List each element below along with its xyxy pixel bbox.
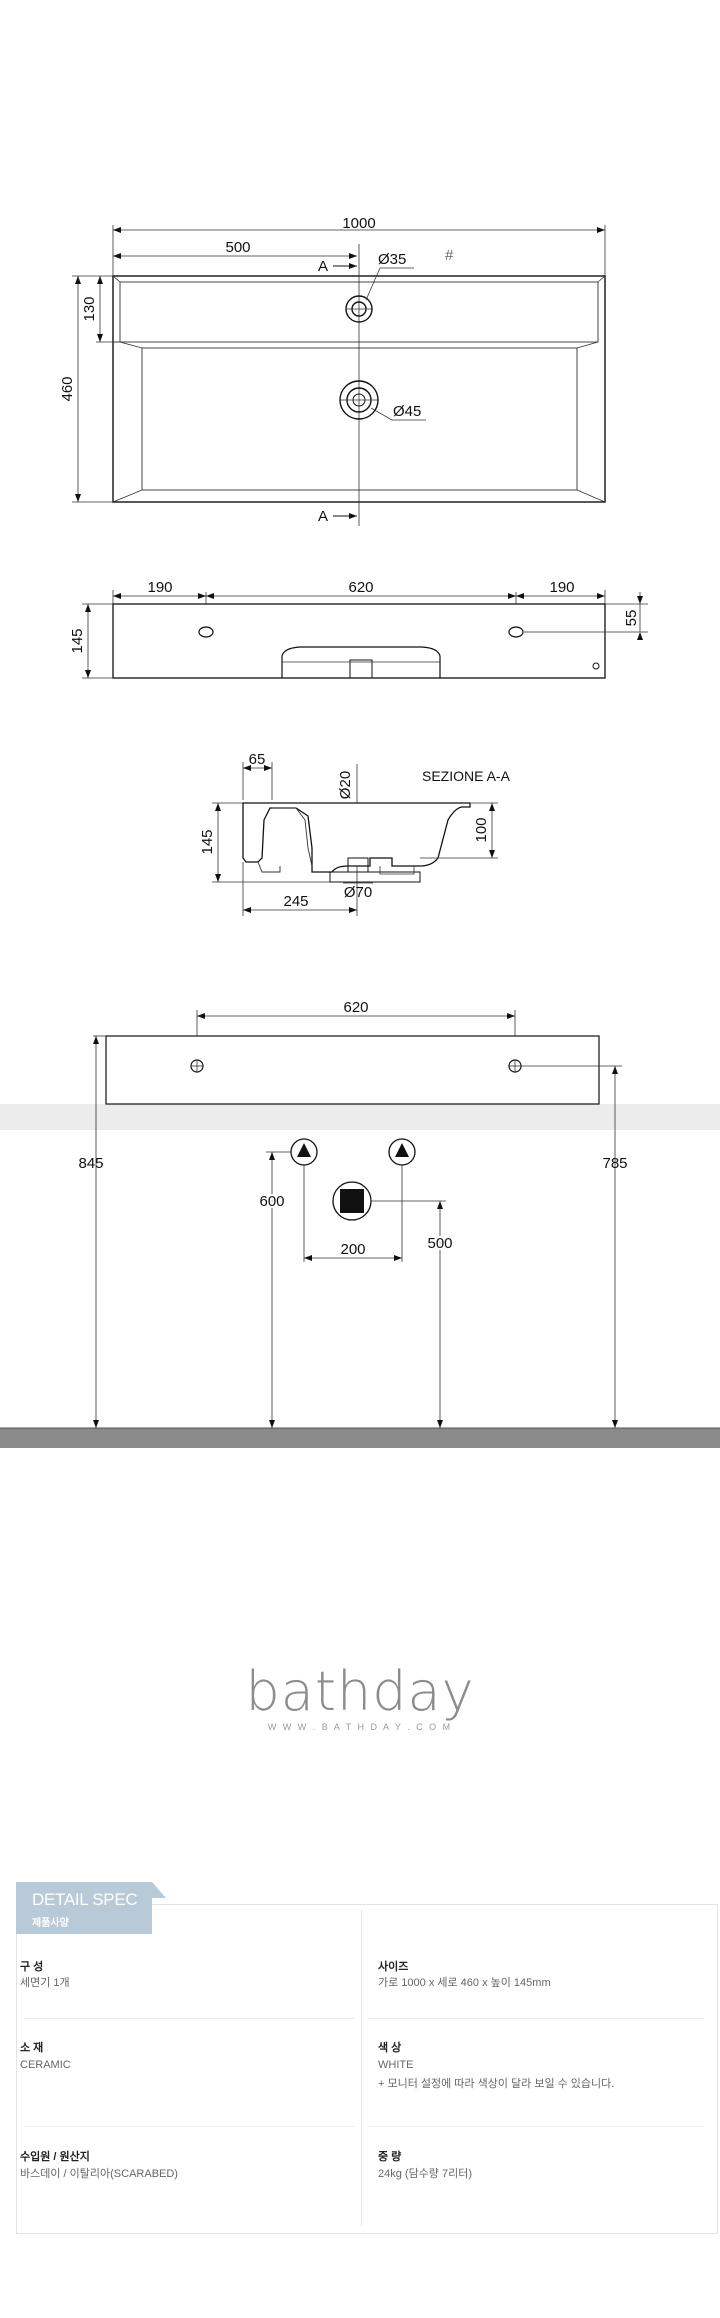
dim-front-height: 145 — [69, 628, 86, 653]
spec-label-size: 사이즈 — [378, 1961, 409, 1973]
detail-spec: DETAIL SPEC 제품사양 구 성 세면기 1개 사이즈 가로 1000 … — [16, 1882, 718, 2234]
dim-drain: Ø45 — [393, 403, 421, 420]
dim-half-width: 500 — [225, 239, 250, 256]
dim-bolt-span: 620 — [343, 999, 368, 1016]
spec-value-material: CERAMIC — [20, 2059, 71, 2071]
spec-divider — [24, 2018, 354, 2019]
spec-divider — [24, 2126, 354, 2127]
dim-depth: 460 — [59, 376, 76, 401]
top-view: 1000 500 460 130 — [59, 215, 606, 526]
spec-tab-notch — [152, 1882, 166, 1898]
spec-label-weight: 중 량 — [378, 2151, 402, 2163]
spec-value-origin: 바스데이 / 이탈리아(SCARABED) — [20, 2168, 178, 2180]
dim-supply-span: 200 — [340, 1241, 365, 1258]
dim-width: 1000 — [342, 215, 375, 232]
installation-view: 620 845 785 600 500 — [0, 999, 720, 1448]
spec-color-note: + 모니터 설정에 따라 색상이 달라 보일 수 있습니다. — [378, 2078, 615, 2090]
floor — [0, 1428, 720, 1448]
spec-label-origin: 수입원 / 원산지 — [20, 2151, 90, 2163]
spec-value-composition: 세면기 1개 — [20, 1977, 70, 1989]
section-mark-top: A — [318, 258, 328, 275]
dim-front-right: 190 — [549, 579, 574, 596]
dim-lip: 65 — [249, 751, 266, 768]
spec-value-weight: 24kg (담수량 7리터) — [378, 2168, 473, 2180]
dim-front-center: 620 — [348, 579, 373, 596]
dim-hole-height: 55 — [623, 610, 640, 627]
technical-drawing: 1000 500 460 130 — [0, 215, 720, 1448]
dim-shelf: 130 — [81, 296, 98, 321]
hash-mark: # — [445, 247, 454, 264]
wall-band — [0, 1104, 720, 1130]
spec-label-color: 색 상 — [378, 2042, 402, 2054]
dim-supply-height: 600 — [259, 1193, 284, 1210]
front-view: 190 620 190 145 55 — [69, 579, 648, 679]
section-title: SEZIONE A-A — [422, 768, 511, 784]
spec-table — [16, 1904, 718, 2234]
brand-logo: bathday W W W . B A T H D A Y . C O M — [0, 1660, 720, 1740]
spec-divider — [368, 2018, 704, 2019]
dim-overflow: Ø20 — [337, 771, 354, 799]
dim-top-height: 845 — [78, 1155, 103, 1172]
spec-label-material: 소 재 — [20, 2042, 44, 2054]
section-mark-bottom: A — [318, 508, 328, 525]
dim-bolt-height: 785 — [602, 1155, 627, 1172]
dim-section-height: 145 — [199, 829, 216, 854]
spec-label-composition: 구 성 — [20, 1961, 44, 1973]
spec-subtitle: 제품사양 — [32, 1918, 69, 1929]
spec-divider — [368, 2126, 704, 2127]
spec-divider-vertical — [361, 1910, 362, 2226]
spec-title: DETAIL SPEC — [32, 1890, 138, 1909]
brand-name: bathday — [245, 1660, 475, 1723]
dim-basin-depth: 100 — [473, 817, 490, 842]
spec-value-size: 가로 1000 x 세로 460 x 높이 145mm — [378, 1977, 551, 1989]
spec-header-tab: DETAIL SPEC 제품사양 — [16, 1882, 152, 1934]
section-view: SEZIONE A-A 65 Ø20 145 100 Ø70 — [199, 751, 511, 916]
dim-tap-hole: Ø35 — [378, 251, 406, 268]
brand-url: W W W . B A T H D A Y . C O M — [267, 1722, 453, 1732]
dim-front-left: 190 — [147, 579, 172, 596]
spec-value-color: WHITE — [378, 2059, 414, 2071]
dim-drain-height: 500 — [427, 1235, 452, 1252]
dim-section-drain: Ø70 — [344, 884, 372, 901]
dim-drain-offset: 245 — [283, 893, 308, 910]
